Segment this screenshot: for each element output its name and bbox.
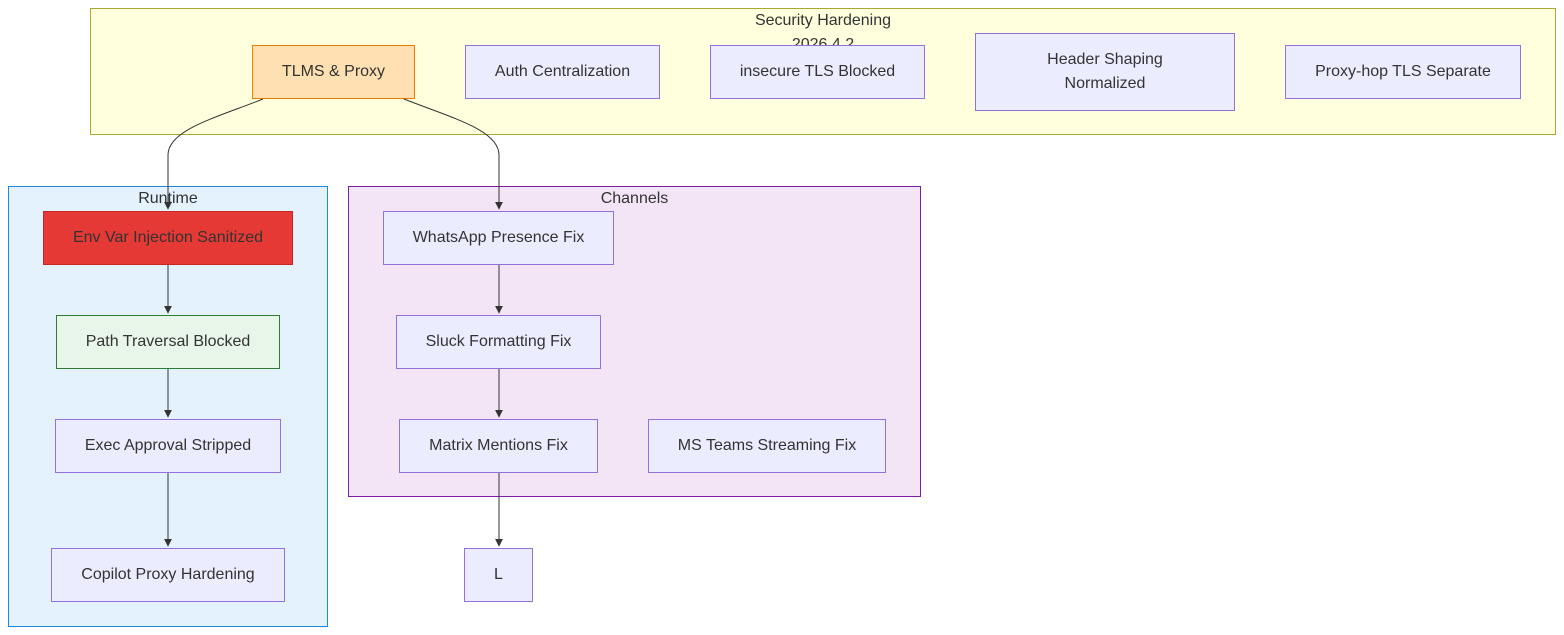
node-whatsapp-presence[interactable]: WhatsApp Presence Fix xyxy=(383,211,614,265)
node-copilot-proxy[interactable]: Copilot Proxy Hardening xyxy=(51,548,285,602)
node-auth-centralization[interactable]: Auth Centralization xyxy=(465,45,660,99)
node-tlms-proxy[interactable]: TLMS & Proxy xyxy=(252,45,415,99)
node-proxy-hop-tls-label: Proxy-hop TLS Separate xyxy=(1315,63,1491,80)
node-header-shaping-line2: Normalized xyxy=(1064,75,1146,92)
node-ms-teams-label: MS Teams Streaming Fix xyxy=(677,437,857,454)
node-path-traversal-label: Path Traversal Blocked xyxy=(85,333,251,350)
node-insecure-tls-blocked[interactable]: insecure TLS Blocked xyxy=(710,45,925,99)
node-env-var-label: Env Var Injection Sanitized xyxy=(72,229,264,246)
cluster-channels-title: Channels xyxy=(600,190,669,207)
node-env-var-injection[interactable]: Env Var Injection Sanitized xyxy=(43,211,293,265)
node-sluck-label: Sluck Formatting Fix xyxy=(425,333,572,350)
node-insecure-tls-label: insecure TLS Blocked xyxy=(739,63,896,80)
node-ms-teams-streaming[interactable]: MS Teams Streaming Fix xyxy=(648,419,886,473)
node-matrix-label: Matrix Mentions Fix xyxy=(429,437,568,454)
node-path-traversal[interactable]: Path Traversal Blocked xyxy=(56,315,280,369)
node-matrix-mentions[interactable]: Matrix Mentions Fix xyxy=(399,419,598,473)
edge-tlms-to-whatsapp xyxy=(403,98,503,210)
node-copilot-proxy-label: Copilot Proxy Hardening xyxy=(81,566,255,583)
node-l[interactable]: L xyxy=(464,548,533,602)
node-header-shaping-line1: Header Shaping xyxy=(1047,51,1163,68)
node-sluck-formatting[interactable]: Sluck Formatting Fix xyxy=(396,315,601,369)
node-l-label: L xyxy=(494,566,503,583)
node-header-shaping[interactable]: Header Shaping Normalized xyxy=(975,33,1235,111)
node-auth-centralization-label: Auth Centralization xyxy=(494,63,631,80)
node-whatsapp-label: WhatsApp Presence Fix xyxy=(412,229,585,246)
node-exec-approval[interactable]: Exec Approval Stripped xyxy=(55,419,281,473)
node-exec-approval-label: Exec Approval Stripped xyxy=(84,437,252,454)
edge-tlms-to-env-var xyxy=(164,98,264,210)
cluster-security-title: Security Hardening xyxy=(754,12,892,29)
node-tlms-proxy-label: TLMS & Proxy xyxy=(281,63,386,80)
node-proxy-hop-tls[interactable]: Proxy-hop TLS Separate xyxy=(1285,45,1521,99)
